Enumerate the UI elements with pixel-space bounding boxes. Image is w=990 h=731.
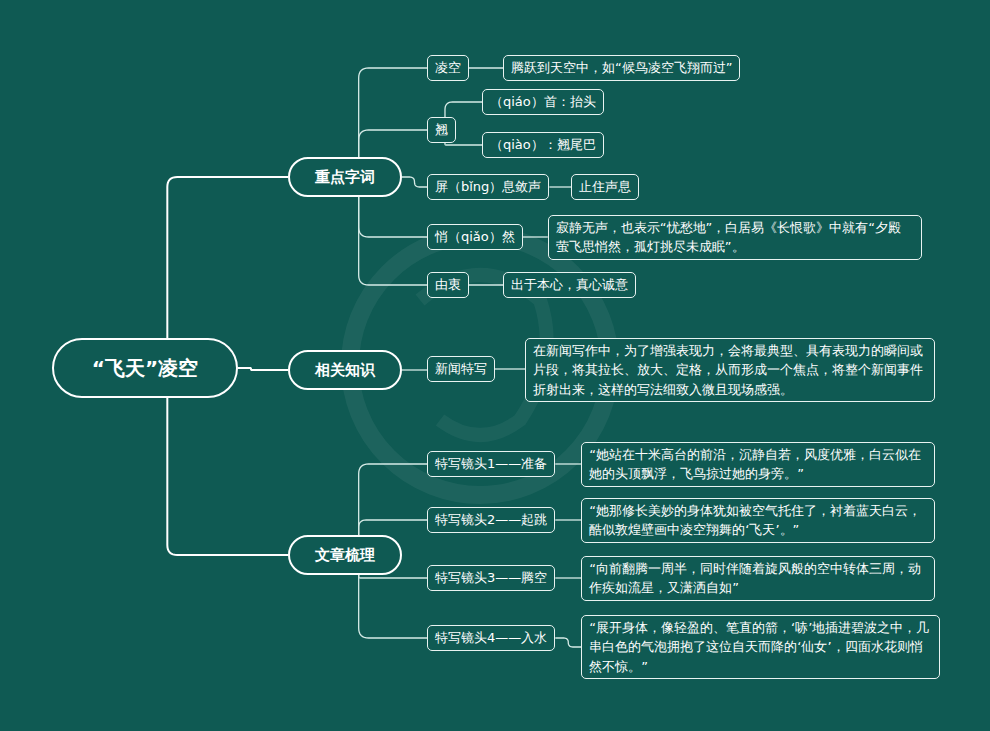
leaf-box: “她那修长美妙的身体犹如被空气托住了，衬着蓝天白云，酷似敦煌壁画中凌空翔舞的‘飞… (581, 498, 935, 543)
branch-connector (495, 368, 525, 369)
root-node: “飞天”凌空 (52, 338, 238, 398)
node-text: 屏（bǐng）息敛声 (435, 177, 541, 197)
leaf-box: “向前翻腾一周半，同时伴随着旋风般的空中转体三周，动作疾如流星，又潇洒自如” (581, 556, 935, 601)
branch-connector (445, 102, 482, 117)
node-text: 出于本心，真心诚意 (511, 275, 628, 295)
branch-connector (238, 368, 288, 370)
branch-connector (402, 369, 427, 370)
branch-node: 相关知识 (288, 350, 402, 390)
node-text: “她那修长美妙的身体犹如被空气托住了，衬着蓝天白云，酷似敦煌壁画中凌空翔舞的‘飞… (589, 501, 927, 540)
node-text: 特写镜头4——入水 (435, 628, 547, 648)
node-text: 凌空 (435, 58, 461, 78)
branch-connector (555, 463, 581, 464)
leaf-box: （qiáo）首：抬头 (482, 89, 604, 115)
branch-connector (359, 575, 427, 578)
leaf-box: 特写镜头3——腾空 (427, 565, 555, 591)
branch-connector (523, 236, 548, 237)
leaf-box: 在新闻写作中，为了增强表现力，会将最典型、具有表现力的瞬间或片段，将其拉长、放大… (525, 338, 935, 403)
leaf-box: 止住声息 (571, 174, 639, 200)
node-text: 文章梳理 (315, 546, 375, 565)
branch-connector (555, 638, 581, 647)
node-text: 寂静无声，也表示“忧愁地”，白居易《长恨歌》中就有“夕殿萤飞思悄然，孤灯挑尽未成… (556, 218, 914, 257)
leaf-box: 翘 (427, 117, 456, 143)
node-text: 特写镜头1——准备 (435, 454, 547, 474)
branch-connector (469, 284, 503, 285)
node-text: “向前翻腾一周半，同时伴随着旋风般的空中转体三周，动作疾如流星，又潇洒自如” (589, 559, 927, 598)
leaf-box: 腾跃到天空中，如“候鸟凌空飞翔而过” (503, 55, 740, 81)
branch-connector (555, 519, 581, 520)
node-text: 重点字词 (315, 168, 375, 187)
branch-connector (402, 177, 427, 187)
leaf-box: 由衷 (427, 272, 469, 298)
leaf-box: 悄（qiǎo）然 (427, 224, 523, 250)
branch-connector (359, 130, 427, 157)
leaf-box: 出于本心，真心诚意 (503, 272, 636, 298)
branch-node: 重点字词 (288, 157, 402, 197)
branch-connector (359, 464, 427, 535)
node-text: 特写镜头3——腾空 (435, 568, 547, 588)
leaf-box: 屏（bǐng）息敛声 (427, 174, 549, 200)
node-text: 相关知识 (315, 361, 375, 380)
node-text: 新闻特写 (435, 359, 487, 379)
leaf-box: （qiào）：翘尾巴 (482, 132, 604, 158)
branch-connector (359, 197, 427, 237)
leaf-box: 特写镜头1——准备 (427, 451, 555, 477)
branch-connector (167, 398, 288, 555)
node-text: （qiáo）首：抬头 (490, 92, 596, 112)
branch-connector (445, 143, 482, 145)
branch-connector (359, 68, 427, 157)
branch-connector (359, 197, 427, 285)
branch-node: 文章梳理 (288, 535, 402, 575)
branch-connector (469, 67, 503, 68)
branch-connector (555, 577, 581, 578)
node-text: 翘 (435, 120, 448, 140)
node-text: 在新闻写作中，为了增强表现力，会将最典型、具有表现力的瞬间或片段，将其拉长、放大… (533, 341, 927, 400)
node-text: “飞天”凌空 (92, 355, 198, 382)
leaf-box: “展开身体，像轻盈的、笔直的箭，‘哧’地插进碧波之中，几串白色的气泡拥抱了这位自… (581, 615, 940, 680)
branch-connector (359, 575, 427, 638)
node-text: 由衷 (435, 275, 461, 295)
node-text: 腾跃到天空中，如“候鸟凌空飞翔而过” (511, 58, 732, 78)
node-text: “她站在十米高台的前沿，沉静自若，风度优雅，白云似在她的头顶飘浮，飞鸟掠过她的身… (589, 445, 927, 484)
node-text: 悄（qiǎo）然 (435, 227, 515, 247)
branch-connector (549, 186, 571, 187)
node-text: 止住声息 (579, 177, 631, 197)
leaf-box: 寂静无声，也表示“忧愁地”，白居易《长恨歌》中就有“夕殿萤飞思悄然，孤灯挑尽未成… (548, 215, 922, 260)
branch-connector (359, 520, 427, 535)
branch-connector (167, 177, 288, 338)
node-text: 特写镜头2——起跳 (435, 510, 547, 530)
leaf-box: 新闻特写 (427, 356, 495, 382)
leaf-box: 凌空 (427, 55, 469, 81)
node-text: “展开身体，像轻盈的、笔直的箭，‘哧’地插进碧波之中，几串白色的气泡拥抱了这位自… (589, 618, 932, 677)
node-text: （qiào）：翘尾巴 (490, 135, 596, 155)
leaf-box: 特写镜头4——入水 (427, 625, 555, 651)
leaf-box: 特写镜头2——起跳 (427, 507, 555, 533)
leaf-box: “她站在十米高台的前沿，沉静自若，风度优雅，白云似在她的头顶飘浮，飞鸟掠过她的身… (581, 442, 935, 487)
